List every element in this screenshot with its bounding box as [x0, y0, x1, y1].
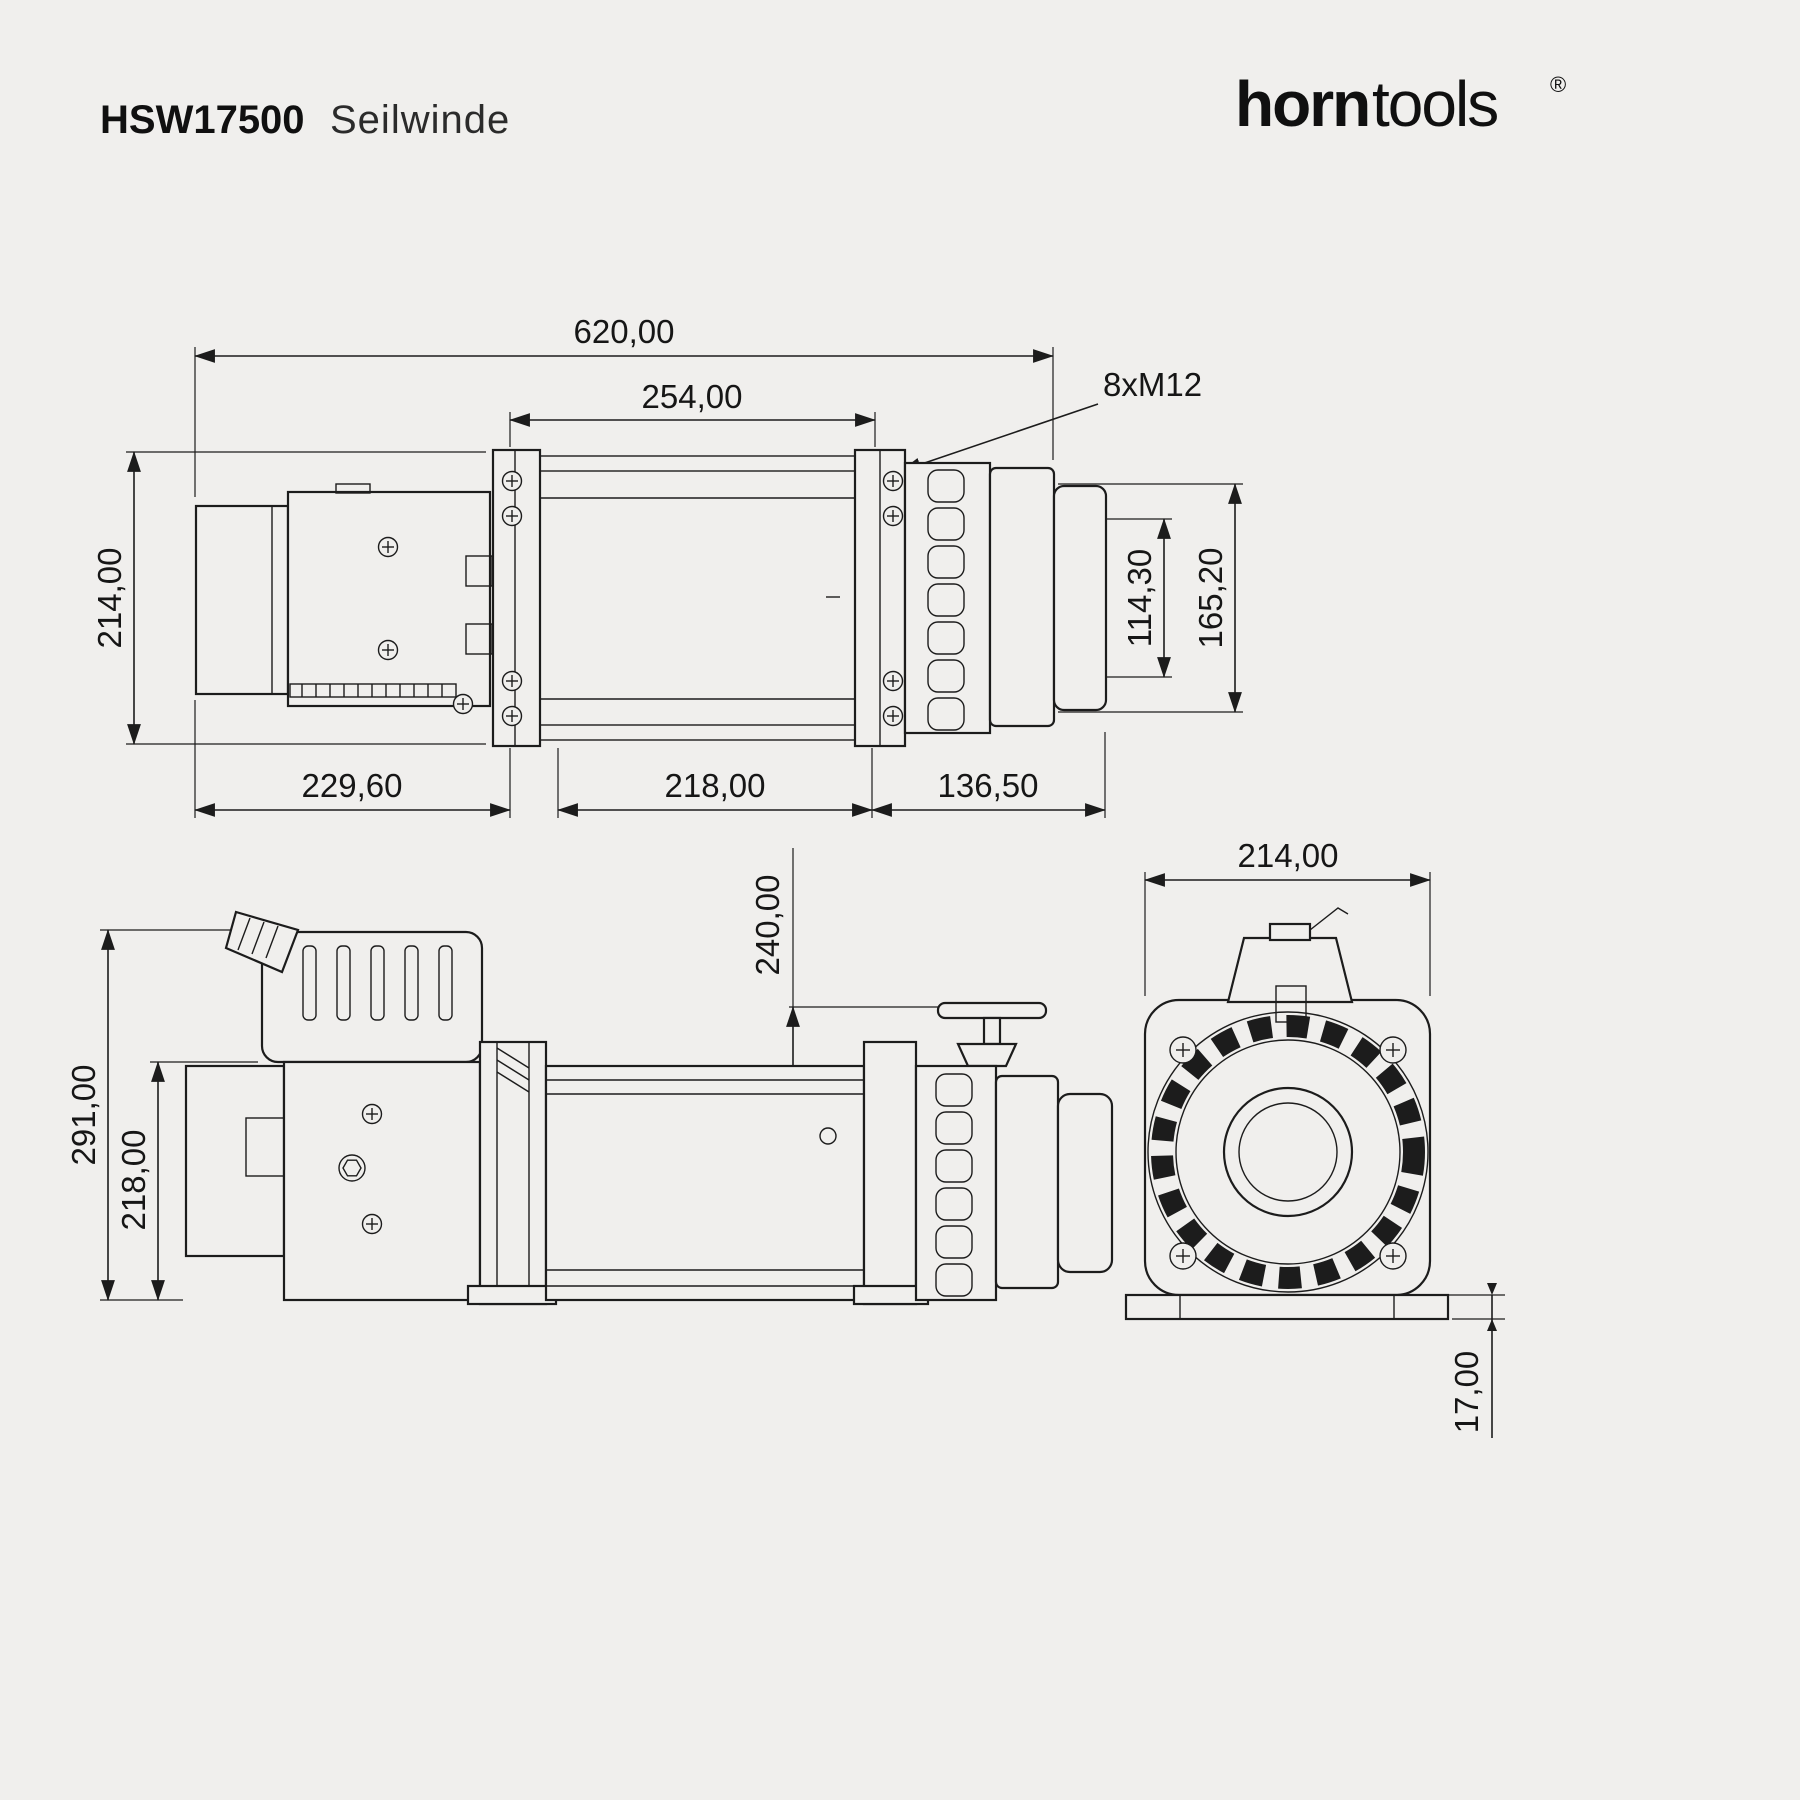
- side-motor-mount-box: [282, 1060, 482, 1302]
- drum-face-outer: [1222, 1086, 1354, 1218]
- bolt-pattern-note: 8xM12: [1103, 366, 1202, 403]
- end-view: 214,00 17,00: [1124, 837, 1505, 1438]
- side-view: 291,00 218,00 240,00: [65, 848, 1114, 1306]
- dim-base-thickness: 17,00: [1448, 1351, 1485, 1434]
- control-box: [260, 930, 484, 1064]
- dim-drum-section: 218,00: [665, 767, 766, 804]
- clutch-handle-bar: [936, 1001, 1048, 1020]
- drum-flange-left: [491, 448, 542, 748]
- dim-inner-length: 254,00: [642, 378, 743, 415]
- gearbox-housing: [988, 466, 1056, 728]
- dim-shaft-diameter: 114,30: [1121, 549, 1158, 647]
- clutch-handle-post: [982, 1016, 1002, 1046]
- side-clutch-ring: [914, 1064, 998, 1302]
- end-top-clamp: [1268, 922, 1312, 942]
- dim-end-width: 214,00: [1238, 837, 1339, 874]
- dim-lever-height: 240,00: [749, 875, 786, 976]
- base-plate: [1124, 1293, 1450, 1321]
- side-drum: [544, 1064, 866, 1302]
- ring-inner: [1175, 1039, 1401, 1265]
- product-label: Seilwinde: [330, 98, 510, 142]
- model-label: HSW17500: [100, 98, 305, 142]
- drum-face-inner: [1238, 1102, 1338, 1202]
- ring-castellations: [1151, 1015, 1425, 1289]
- end-top-cap: [1226, 936, 1354, 1004]
- dim-gear-section: 136,50: [938, 767, 1039, 804]
- dim-overall-length: 620,00: [574, 313, 675, 350]
- brand-logo: horn tools ®: [1235, 68, 1566, 140]
- side-gearbox-cap: [1056, 1092, 1114, 1274]
- dim-overall-height: 291,00: [65, 1065, 102, 1166]
- brand-bold-text: horn: [1235, 68, 1369, 140]
- dim-flange-diameter: 165,20: [1192, 548, 1229, 649]
- brand-light-text: tools: [1372, 68, 1497, 140]
- gearbox-cap: [1052, 484, 1108, 712]
- clutch-handle-mount: [956, 1042, 1018, 1068]
- end-lever-tip: [1309, 907, 1349, 931]
- side-flange-right: [862, 1040, 918, 1306]
- registered-mark: ®: [1550, 72, 1566, 97]
- side-gearbox-housing: [994, 1074, 1060, 1290]
- dim-body-height: 218,00: [115, 1130, 152, 1231]
- motor-mount-box: [286, 490, 492, 708]
- ring-outer: [1147, 1011, 1429, 1293]
- front-view: 620,00 254,00 8xM12 214,00 114,30 165,20: [91, 313, 1243, 818]
- clutch-lever: [224, 910, 300, 974]
- mount-foot-left: [466, 1284, 558, 1306]
- dim-height: 214,00: [91, 548, 128, 649]
- dim-motor-section: 229,60: [302, 767, 403, 804]
- title-block: HSW17500 Seilwinde: [100, 98, 510, 142]
